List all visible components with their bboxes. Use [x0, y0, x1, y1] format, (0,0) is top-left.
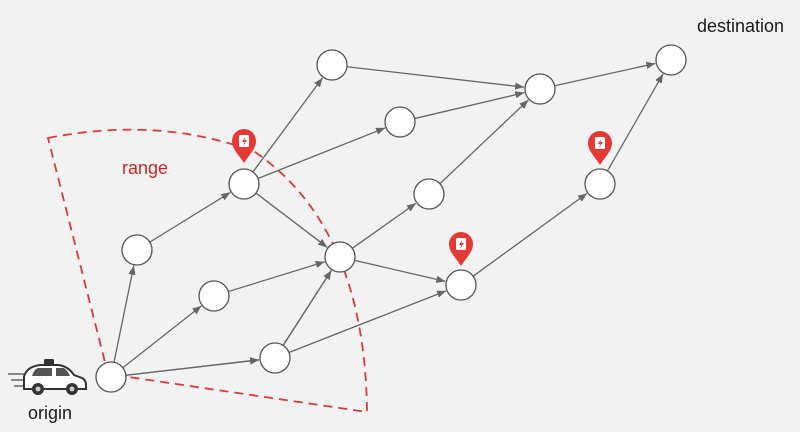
node-n12 — [584, 168, 616, 200]
edge-n6-to-n10 — [354, 259, 446, 283]
edge-n11-to-destination — [554, 61, 656, 87]
edge-n6-to-n9 — [351, 202, 417, 249]
node-n6 — [324, 241, 356, 273]
self-driving-car-icon — [8, 359, 87, 395]
destination-label: destination — [697, 16, 785, 36]
edge-n12-to-destination — [606, 73, 664, 172]
charging-stations — [232, 129, 612, 266]
edge-n7-to-n11 — [346, 66, 525, 90]
range-boundary — [46, 128, 368, 414]
edge-origin-to-n1 — [113, 265, 136, 363]
edge-n5-to-n8 — [257, 127, 386, 180]
node-n2 — [198, 280, 230, 312]
edge-origin-to-n2 — [122, 305, 202, 369]
node-origin — [95, 361, 127, 393]
edge-n4-to-n6 — [282, 270, 332, 346]
node-n11 — [524, 73, 556, 105]
charging-station-pin-icon — [449, 232, 473, 266]
edge-n8-to-n11 — [414, 91, 525, 120]
nodes — [95, 44, 687, 393]
node-n10 — [445, 269, 477, 301]
edge-n5-to-n6 — [255, 192, 328, 248]
node-n7 — [316, 49, 348, 81]
charging-station-pin-icon — [232, 129, 256, 163]
range-label: range — [122, 158, 169, 178]
node-n9 — [413, 178, 445, 210]
edges — [113, 61, 664, 376]
node-destination — [655, 44, 687, 76]
charging-station-pin-icon — [588, 131, 612, 165]
node-n3 — [259, 342, 291, 374]
edge-n2-to-n6 — [228, 260, 325, 293]
edge-n10-to-n12 — [472, 192, 588, 277]
edge-origin-to-n4 — [125, 357, 260, 376]
edge-n3-to-n10 — [288, 290, 447, 354]
edge-n1-to-n5 — [149, 191, 231, 243]
edge-n9-to-n11 — [439, 99, 529, 185]
node-n8 — [384, 106, 416, 138]
node-n5 — [228, 168, 260, 200]
node-n1 — [121, 234, 153, 266]
origin-label: origin — [28, 403, 73, 423]
edge-n5-to-n7 — [252, 77, 324, 173]
